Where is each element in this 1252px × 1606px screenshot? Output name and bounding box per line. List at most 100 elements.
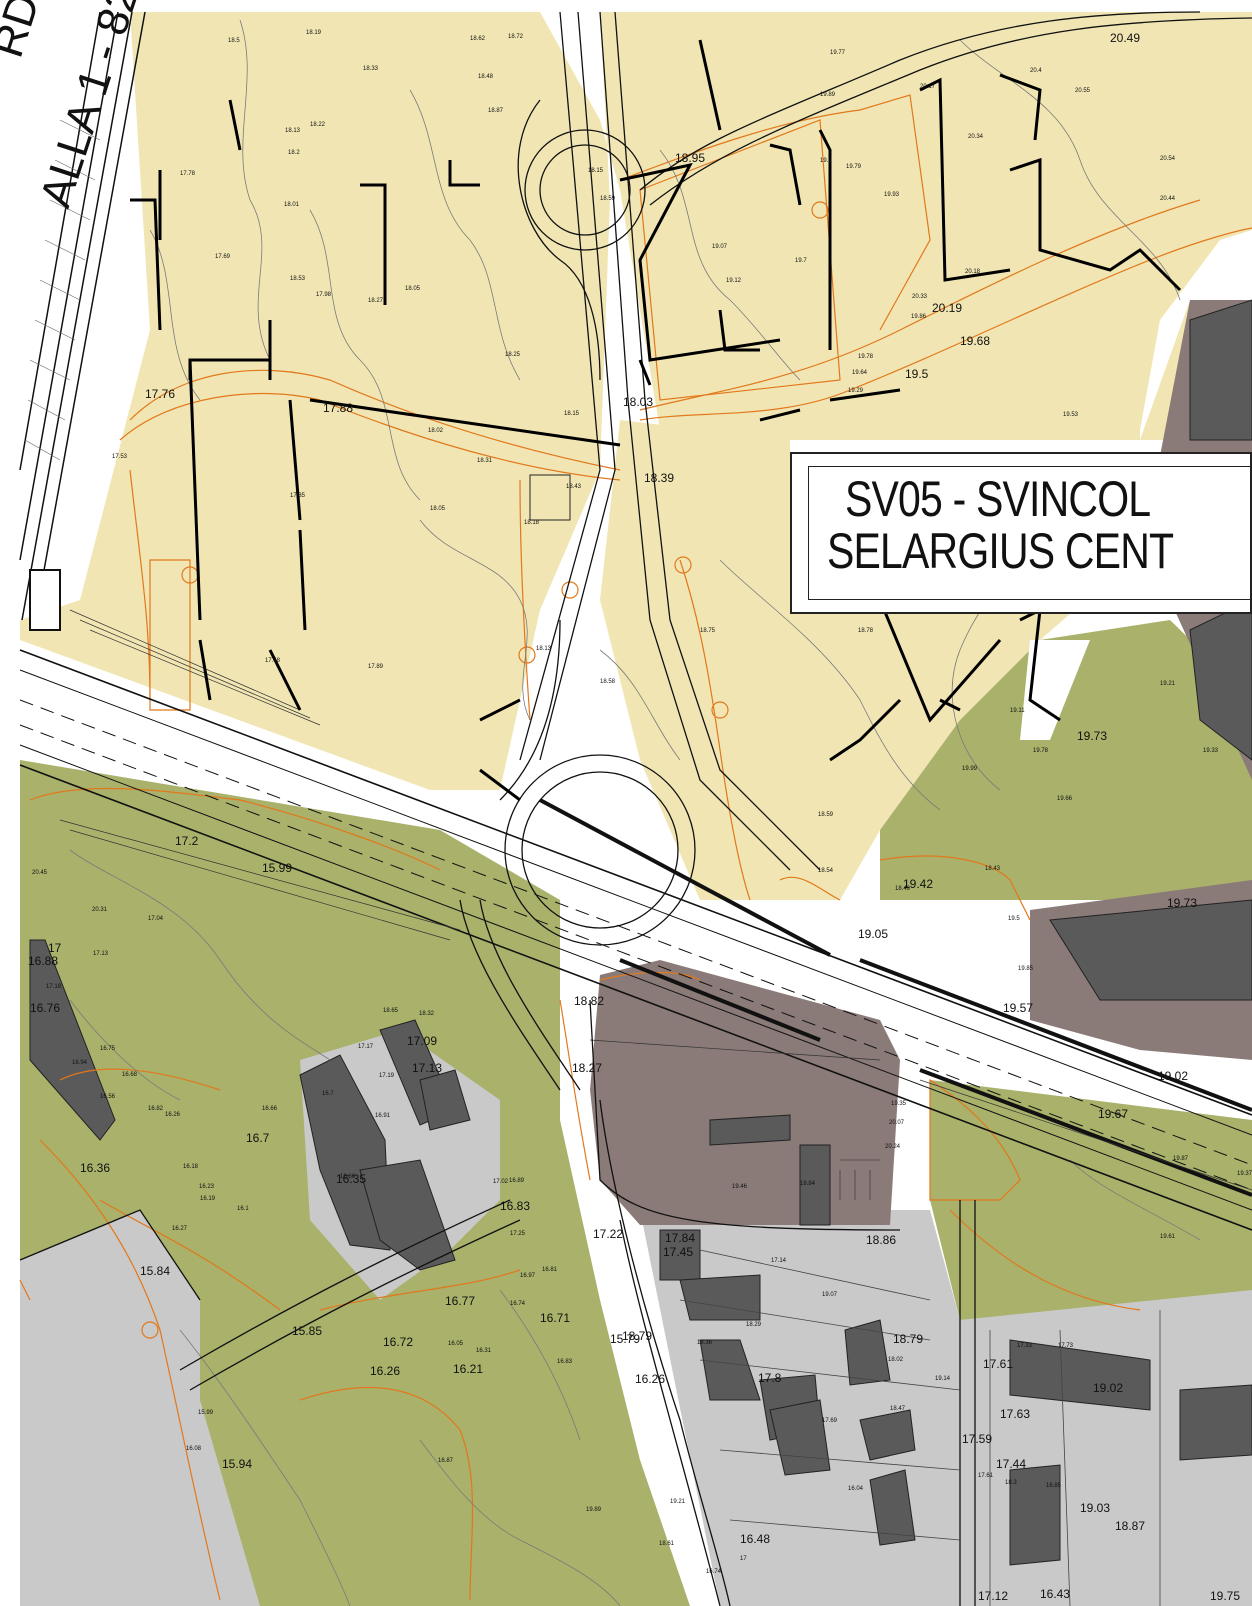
elevation-label: 19.73 [1077, 729, 1107, 743]
spot-elevation-label: 19.78 [1033, 748, 1049, 754]
spot-elevation-label: 19.89 [820, 92, 836, 98]
spot-elevation-label: 18.25 [505, 352, 521, 358]
spot-elevation-label: 17.04 [148, 916, 164, 922]
elevation-label: 16.43 [1040, 1587, 1070, 1601]
spot-elevation-label: 18.87 [488, 108, 504, 114]
elevation-label: 18.82 [574, 994, 604, 1008]
elevation-label: 16.21 [453, 1362, 483, 1376]
spot-elevation-label: 16.1 [237, 1206, 249, 1212]
spot-elevation-label: 16.19 [200, 1196, 216, 1202]
spot-elevation-label: 20.31 [92, 907, 108, 913]
spot-elevation-label: 17.69 [822, 1418, 838, 1424]
elevation-label: 18.87 [1115, 1519, 1145, 1533]
spot-elevation-label: 18.72 [508, 34, 524, 40]
spot-elevation-label: 16.94 [72, 1060, 88, 1066]
spot-elevation-label: 19.85 [1018, 966, 1034, 972]
spot-elevation-label: 18.32 [419, 1011, 435, 1017]
spot-elevation-label: 18.15 [588, 168, 604, 174]
title-frame: SV05 - SVINCOL SELARGIUS CENT [808, 466, 1252, 600]
spot-elevation-label: 20.54 [1160, 156, 1176, 162]
elevation-label: 16.36 [80, 1161, 110, 1175]
spot-elevation-label: 20.44 [1160, 196, 1176, 202]
elevation-label: 16.35 [336, 1172, 366, 1186]
elevation-label: 16.76 [30, 1001, 60, 1015]
spot-elevation-label: 17 [740, 1556, 747, 1562]
spot-elevation-label: 18.78 [858, 628, 874, 634]
spot-elevation-label: 16.74 [706, 1569, 722, 1575]
spot-elevation-label: 18.36 [697, 1340, 713, 1346]
roundabouts-and-ramps [19, 11, 1252, 1606]
elevation-label: 20.49 [1110, 31, 1140, 45]
spot-elevation-label: 18.5 [228, 38, 240, 44]
spot-elevation-label: 16.91 [375, 1113, 391, 1119]
white-corridor-north [1140, 230, 1252, 440]
spot-elevation-label: 19.89 [586, 1507, 602, 1513]
spot-elevation-label: 18.05 [430, 506, 446, 512]
elevation-label: 17.8 [758, 1371, 782, 1385]
spot-elevation-label: 18.65 [383, 1008, 399, 1014]
spot-elevation-label: 20.17 [920, 84, 936, 90]
spot-elevation-label: 18.59 [818, 812, 834, 818]
spot-elevation-label: 18.33 [363, 66, 379, 72]
elevation-label: 16.26 [635, 1372, 665, 1386]
spot-elevation-label: 19.93 [884, 192, 900, 198]
spot-elevation-label: 18.22 [310, 122, 326, 128]
spot-elevation-label: 19.61 [1160, 1234, 1176, 1240]
spot-elevation-label: 19.07 [712, 244, 728, 250]
spot-elevation-label: 16.75 [100, 1046, 116, 1052]
spot-elevation-label: 17.69 [215, 254, 231, 260]
spot-elevation-label: 18.53 [290, 276, 306, 282]
spot-elevation-label: 16.81 [542, 1267, 558, 1273]
spot-elevation-label: 16.87 [438, 1458, 454, 1464]
spot-elevation-label: 18.84 [800, 1181, 816, 1187]
elevation-label: 19.75 [1210, 1589, 1240, 1603]
elevation-label: 17.44 [996, 1457, 1026, 1471]
green-zone-east [880, 620, 1252, 900]
spot-elevation-label: 18.49 [895, 886, 911, 892]
spot-elevation-label: 18.62 [470, 36, 486, 42]
spot-elevation-label: 18.47 [890, 1406, 906, 1412]
spot-elevation-label: 18.43 [985, 866, 1001, 872]
spot-elevation-label: 19.79 [846, 164, 862, 170]
spot-elevation-label: 19.07 [822, 1292, 838, 1298]
spot-elevation-label: 16.66 [262, 1106, 278, 1112]
spot-elevation-label: 16.66 [340, 1174, 356, 1180]
elevation-label: 18.86 [866, 1233, 896, 1247]
elevation-label: 15.79 [610, 1332, 640, 1346]
drawing-title-block: SV05 - SVINCOL SELARGIUS CENT [790, 452, 1252, 614]
elevation-label: 17.59 [962, 1432, 992, 1446]
elevation-label: 17.12 [978, 1589, 1008, 1603]
elevation-label: 15.84 [140, 1264, 170, 1278]
elevation-label: 19.68 [960, 334, 990, 348]
elevation-label: 17.63 [1000, 1407, 1030, 1421]
spot-elevation-label: 18.48 [478, 74, 494, 80]
elevation-label: 16.7 [246, 1131, 270, 1145]
elevation-label: 17.22 [593, 1227, 623, 1241]
elevation-label: 16.26 [370, 1364, 400, 1378]
elevation-label: 19.57 [1003, 1001, 1033, 1015]
spot-elevation-label: 17.61 [978, 1473, 994, 1479]
spot-elevation-label: 18.13 [536, 646, 552, 652]
elevation-label: 17.61 [983, 1357, 1013, 1371]
spot-elevation-label: 20.55 [1075, 88, 1091, 94]
elevation-label: 18.95 [675, 151, 705, 165]
spot-elevation-label: 17.17 [358, 1044, 374, 1050]
hatched-buildings [29, 299, 1252, 1566]
spot-elevation-label: 17.73 [1058, 1343, 1074, 1349]
elevation-label: 17.76 [145, 387, 175, 401]
grey-contours [69, 19, 1201, 1606]
spot-elevation-label: 19.14 [935, 1376, 951, 1382]
spot-elevation-label: 19.7 [820, 158, 832, 164]
elevation-label: 18.27 [572, 1061, 602, 1075]
spot-elevation-label: 16.23 [199, 1184, 215, 1190]
spot-elevation-label: 18.43 [566, 484, 582, 490]
spot-elevation-label: 19.11 [1010, 708, 1025, 714]
spot-elevation-label: 18.75 [700, 628, 716, 634]
spot-elevation-label: 18.01 [284, 202, 300, 208]
spot-elevation-label: 19.78 [858, 354, 874, 360]
elevation-label: 19.05 [858, 927, 888, 941]
spot-elevation-label: 15.99 [198, 1410, 214, 1416]
spot-elevation-label: 18.15 [564, 411, 580, 417]
elevation-label: 19.42 [903, 877, 933, 891]
